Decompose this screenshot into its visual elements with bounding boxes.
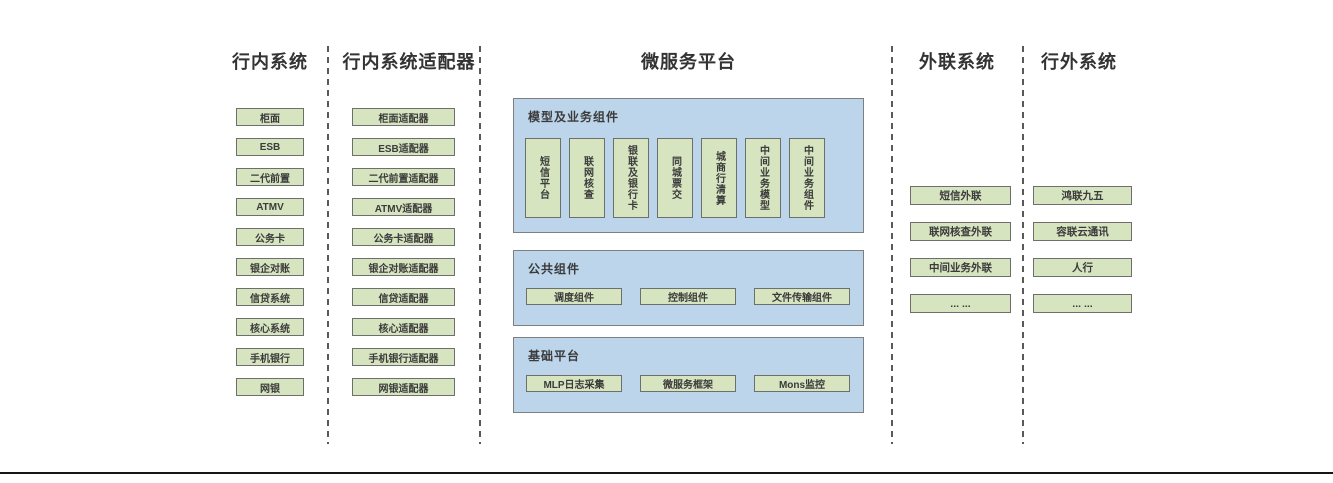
system-box: 人行 xyxy=(1033,258,1132,277)
panel-base-platform: 基础平台 MLP日志采集 微服务框架 Mons监控 xyxy=(513,337,864,413)
component-box: 调度组件 xyxy=(526,288,622,305)
column-separator xyxy=(1022,46,1024,444)
internal-adapters-list: 柜面适配器 ESB适配器 二代前置适配器 ATMV适配器 公务卡适配器 银企对账… xyxy=(352,108,455,396)
panel-common-components: 公共组件 调度组件 控制组件 文件传输组件 xyxy=(513,250,864,326)
column-separator xyxy=(891,46,893,444)
system-box: 公务卡 xyxy=(236,228,304,246)
header-microservice-platform: 微服务平台 xyxy=(641,52,736,72)
bottom-divider xyxy=(0,472,1333,474)
panel-title: 公共组件 xyxy=(528,262,581,276)
system-box: 二代前置 xyxy=(236,168,304,186)
system-box: ATMV xyxy=(236,198,304,216)
internal-systems-list: 柜面 ESB 二代前置 ATMV 公务卡 银企对账 信贷系统 核心系统 手机银行… xyxy=(236,108,304,396)
adapter-box: 信贷适配器 xyxy=(352,288,455,306)
model-components-list: 短信平台 联网核查 银联及银行卡 同城票交 城商行清算 中间业务模型 中间业务组… xyxy=(525,138,825,218)
adapter-box: 核心适配器 xyxy=(352,318,455,336)
adapter-box: 柜面适配器 xyxy=(352,108,455,126)
system-box: 银企对账 xyxy=(236,258,304,276)
system-box: 核心系统 xyxy=(236,318,304,336)
base-platform-list: MLP日志采集 微服务框架 Mons监控 xyxy=(526,375,850,392)
system-box: 柜面 xyxy=(236,108,304,126)
header-internal-adapters: 行内系统适配器 xyxy=(342,52,476,72)
header-internal-systems: 行内系统 xyxy=(232,52,308,72)
component-box: 短信平台 xyxy=(525,138,561,218)
external-systems-list: 鸿联九五 容联云通讯 人行 ... ... xyxy=(1033,186,1132,313)
system-box: 容联云通讯 xyxy=(1033,222,1132,241)
system-box: 信贷系统 xyxy=(236,288,304,306)
component-box: Mons监控 xyxy=(754,375,850,392)
system-box: 短信外联 xyxy=(910,186,1011,205)
external-link-systems-list: 短信外联 联网核查外联 中间业务外联 ... ... xyxy=(910,186,1011,313)
adapter-box: ESB适配器 xyxy=(352,138,455,156)
system-box: ... ... xyxy=(910,294,1011,313)
component-box: 同城票交 xyxy=(657,138,693,218)
system-box: 鸿联九五 xyxy=(1033,186,1132,205)
component-box: 微服务框架 xyxy=(640,375,736,392)
panel-title: 基础平台 xyxy=(528,349,581,363)
column-separator xyxy=(479,46,481,444)
panel-model-business-components: 模型及业务组件 短信平台 联网核查 银联及银行卡 同城票交 城商行清算 中间业务… xyxy=(513,98,864,233)
component-box: 文件传输组件 xyxy=(754,288,850,305)
system-box: 中间业务外联 xyxy=(910,258,1011,277)
component-box: 中间业务组件 xyxy=(789,138,825,218)
header-external-systems: 行外系统 xyxy=(1041,52,1117,72)
component-box: MLP日志采集 xyxy=(526,375,622,392)
panel-title: 模型及业务组件 xyxy=(528,110,620,124)
adapter-box: ATMV适配器 xyxy=(352,198,455,216)
adapter-box: 手机银行适配器 xyxy=(352,348,455,366)
system-box: 联网核查外联 xyxy=(910,222,1011,241)
system-box: 手机银行 xyxy=(236,348,304,366)
column-separator xyxy=(327,46,329,444)
adapter-box: 二代前置适配器 xyxy=(352,168,455,186)
system-box: ESB xyxy=(236,138,304,156)
system-box: 网银 xyxy=(236,378,304,396)
adapter-box: 网银适配器 xyxy=(352,378,455,396)
component-box: 中间业务模型 xyxy=(745,138,781,218)
system-box: ... ... xyxy=(1033,294,1132,313)
component-box: 控制组件 xyxy=(640,288,736,305)
common-components-list: 调度组件 控制组件 文件传输组件 xyxy=(526,288,850,305)
component-box: 城商行清算 xyxy=(701,138,737,218)
adapter-box: 公务卡适配器 xyxy=(352,228,455,246)
component-box: 联网核查 xyxy=(569,138,605,218)
header-external-link-systems: 外联系统 xyxy=(919,52,995,72)
adapter-box: 银企对账适配器 xyxy=(352,258,455,276)
component-box: 银联及银行卡 xyxy=(613,138,649,218)
